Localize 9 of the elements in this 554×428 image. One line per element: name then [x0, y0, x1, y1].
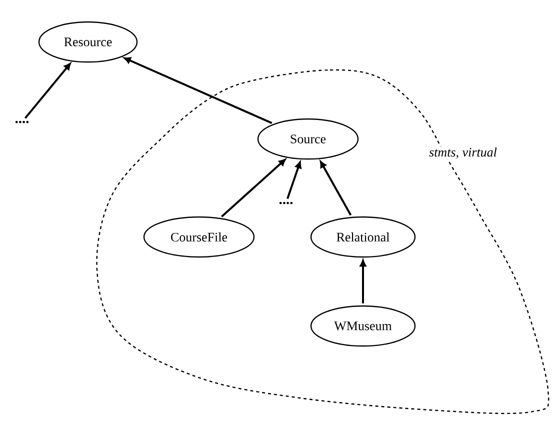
arrow — [360, 260, 366, 304]
arrow — [320, 160, 352, 216]
arrow — [124, 57, 272, 124]
arrow — [24, 63, 71, 119]
ellipsis-text: .... — [279, 202, 293, 204]
ellipsis-text: .... — [15, 120, 29, 124]
arrow — [221, 158, 286, 218]
arrow — [286, 161, 302, 200]
annotation-text: stmts, virtual — [428, 146, 498, 160]
